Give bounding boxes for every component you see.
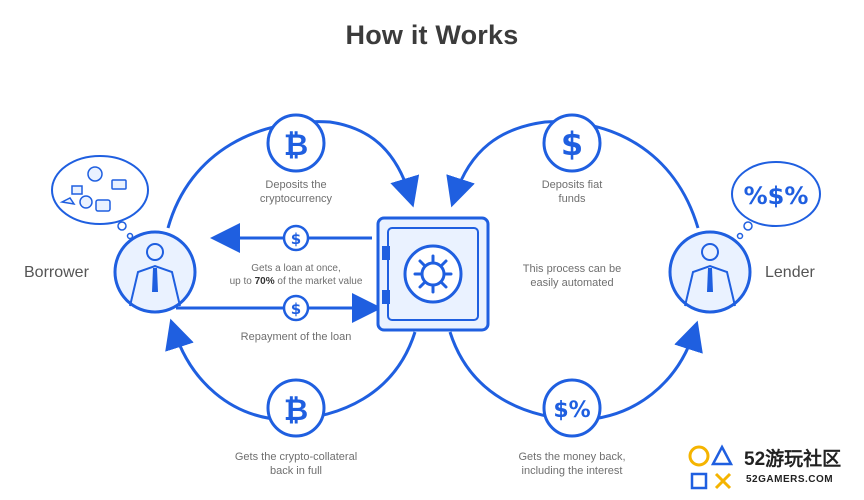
vault-safe-icon bbox=[376, 216, 490, 332]
repayment-dollar-icon: $ bbox=[282, 294, 310, 322]
borrower-thought-bubble bbox=[51, 155, 149, 240]
loan-dollar-icon: $ bbox=[282, 224, 310, 252]
loan-text-suffix: of the market value bbox=[274, 276, 363, 287]
dollar-deposit-icon: $ bbox=[542, 113, 602, 173]
lender-avatar bbox=[668, 230, 752, 314]
svg-text:₿: ₿ bbox=[284, 393, 308, 428]
bitcoin-return-icon: ₿ bbox=[266, 378, 326, 438]
loan-text-line1: Gets a loan at once, bbox=[251, 263, 341, 274]
repayment-text: Repayment of the loan bbox=[240, 331, 352, 343]
loan-percent: 70% bbox=[254, 276, 275, 287]
page-title: How it Works bbox=[345, 20, 519, 50]
svg-text:$: $ bbox=[561, 125, 583, 163]
deposit-fiat-text: Deposits fiat funds bbox=[541, 179, 603, 205]
deposit-crypto-text: Deposits the cryptocurrency bbox=[259, 179, 333, 205]
svg-text:$: $ bbox=[291, 300, 301, 318]
svg-text:₿: ₿ bbox=[284, 128, 308, 163]
bitcoin-deposit-icon: ₿ bbox=[266, 113, 326, 173]
svg-text:$: $ bbox=[291, 230, 301, 248]
lender-thought-bubble: %$% bbox=[731, 161, 821, 240]
shopping-items-icon bbox=[59, 166, 127, 212]
watermark-domain: 52GAMERS.COM bbox=[746, 474, 834, 485]
percent-dollar-icon: %$% bbox=[744, 182, 809, 210]
money-back-text: Gets the money back, including the inter… bbox=[518, 451, 626, 477]
dollar-percent-icon: $% bbox=[542, 378, 602, 438]
svg-text:$%: $% bbox=[553, 398, 590, 423]
collateral-back-text: Gets the crypto-collateral back in full bbox=[234, 451, 358, 477]
borrower-label: Borrower bbox=[24, 264, 89, 281]
watermark-logo-icon bbox=[688, 444, 734, 490]
left-loop-top-arc bbox=[166, 120, 420, 229]
loan-text: Gets a loan at once, up to 70% of the ma… bbox=[218, 262, 374, 288]
lender-label: Lender bbox=[765, 264, 815, 281]
loan-text-mid: up to bbox=[229, 276, 255, 287]
borrower-avatar bbox=[113, 230, 197, 314]
watermark-brand: 52游玩社区 bbox=[744, 449, 842, 470]
automated-text: This process can be easily automated bbox=[522, 263, 622, 289]
